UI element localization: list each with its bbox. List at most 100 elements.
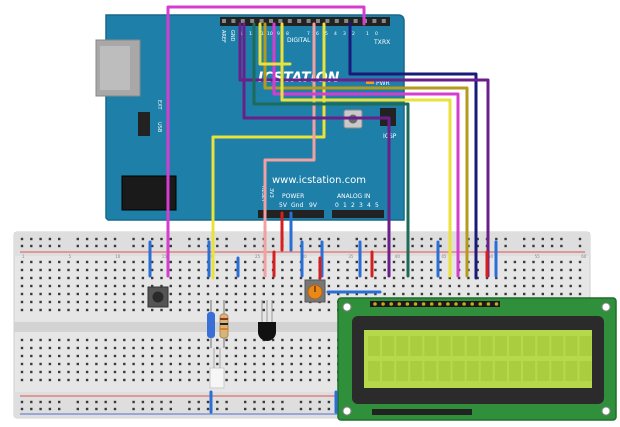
wire-magenta — [166, 5, 366, 278]
column-number: 30 — [302, 254, 308, 259]
column-number: 15 — [162, 254, 168, 259]
lcd-mount-hole — [342, 406, 352, 416]
rx-label: RX — [382, 39, 390, 46]
header-pin — [231, 19, 236, 23]
lcd-pin — [454, 302, 458, 306]
pin-label-d6: 6 — [316, 31, 319, 37]
power-pin-labels: RESET 3V3 5V Gnd 9V — [260, 186, 318, 209]
pin-label-d3: 3 — [343, 31, 346, 37]
wire-purple — [242, 22, 391, 278]
lcd-cell — [523, 336, 536, 356]
pwr-label: PWR — [376, 80, 390, 87]
lcd-display — [337, 297, 617, 421]
header-pin — [222, 19, 226, 23]
header-pin — [344, 19, 349, 23]
lcd-cell — [523, 361, 536, 381]
lcd-cell — [565, 336, 578, 356]
lcd-cell — [368, 361, 380, 381]
pin-label-a2: 2 — [351, 202, 355, 209]
lcd-cell — [480, 361, 493, 381]
pin-label-3v3: 3V3 — [268, 188, 274, 198]
lcd-bottom-connector — [372, 409, 472, 415]
lcd-cell — [382, 336, 395, 356]
lcd-cell — [424, 336, 437, 356]
header-pin — [316, 19, 320, 23]
analog-header — [332, 210, 384, 218]
lcd-cell — [509, 361, 521, 381]
lcd-pin — [381, 302, 385, 306]
lcd-pin — [462, 302, 466, 306]
wire-teal — [252, 22, 410, 278]
analog-in-label: ANALOG IN — [337, 193, 370, 200]
pin-label-a5: 5 — [375, 202, 379, 209]
lcd-pin — [494, 302, 499, 306]
lcd-character-cells — [368, 336, 592, 381]
resistor — [219, 300, 229, 348]
pin-label-d7: 7 — [307, 31, 310, 37]
lcd-cell — [551, 336, 564, 356]
breadboard-channel — [14, 322, 590, 332]
pin-label-a1: 1 — [343, 202, 347, 209]
header-pin — [297, 19, 302, 23]
header-pin — [381, 19, 386, 23]
wire-purple-top — [238, 22, 490, 278]
lcd-mount-hole — [342, 302, 352, 312]
pin-label-gnd: Gnd — [291, 202, 303, 209]
brand-label: ICSTATION — [258, 70, 340, 86]
column-number: 1 — [22, 254, 25, 259]
header-pin — [278, 19, 283, 23]
column-number: 10 — [115, 254, 121, 259]
lcd-pin-header — [370, 301, 500, 307]
ext-label: EXT — [156, 100, 162, 110]
lcd-pin — [421, 302, 426, 306]
power-label: POWER — [282, 193, 304, 200]
column-number: 40 — [395, 254, 401, 259]
lcd-pin — [486, 302, 491, 306]
wire-magenta-2 — [272, 22, 460, 278]
pin-label-d12: 12 — [249, 31, 255, 37]
lcd-cell — [466, 361, 479, 381]
pin-label-a0: 0 — [335, 202, 339, 209]
column-number: 50 — [488, 254, 494, 259]
lcd-mount-hole — [601, 406, 611, 416]
pin-label-a4: 4 — [367, 202, 371, 209]
pin-label-d1: 1 — [366, 31, 369, 37]
column-number: 45 — [441, 254, 447, 259]
url-label: www.icstation.com — [272, 175, 366, 186]
led — [209, 348, 225, 389]
lcd-pin — [429, 302, 434, 306]
lcd-cell — [509, 336, 521, 356]
pin-label-d9: 9 — [277, 31, 280, 37]
lcd-pin — [373, 302, 377, 306]
lcd-cell — [565, 361, 578, 381]
lcd-cell — [438, 361, 451, 381]
lcd-cell — [537, 361, 550, 381]
usb-label: USB — [156, 122, 162, 133]
pin-label-d10: 10 — [267, 31, 273, 37]
lcd-mount-hole — [601, 302, 611, 312]
header-pin — [240, 19, 245, 23]
temperature-sensor — [258, 300, 276, 341]
column-number: 60 — [581, 254, 587, 259]
lcd-cell — [396, 361, 409, 381]
wire-yellow-3 — [258, 22, 292, 66]
push-button — [147, 286, 169, 308]
lcd-cell — [410, 336, 423, 356]
header-pin — [372, 19, 377, 23]
tx-label: TX — [373, 39, 382, 46]
pin-label-d8: 8 — [286, 31, 289, 37]
lcd-cell — [382, 361, 395, 381]
lcd-cell — [452, 336, 465, 356]
gnd-label: GND — [229, 30, 235, 42]
column-number: 25 — [255, 254, 261, 259]
pin-label-d4: 4 — [334, 31, 337, 37]
header-pin — [287, 19, 292, 23]
digital-header — [220, 17, 390, 26]
lcd-cell — [410, 361, 423, 381]
header-pin — [259, 19, 264, 23]
lcd-cell — [424, 361, 437, 381]
pin-label-d2: 2 — [352, 31, 355, 37]
pin-label-d0: 0 — [375, 31, 378, 37]
